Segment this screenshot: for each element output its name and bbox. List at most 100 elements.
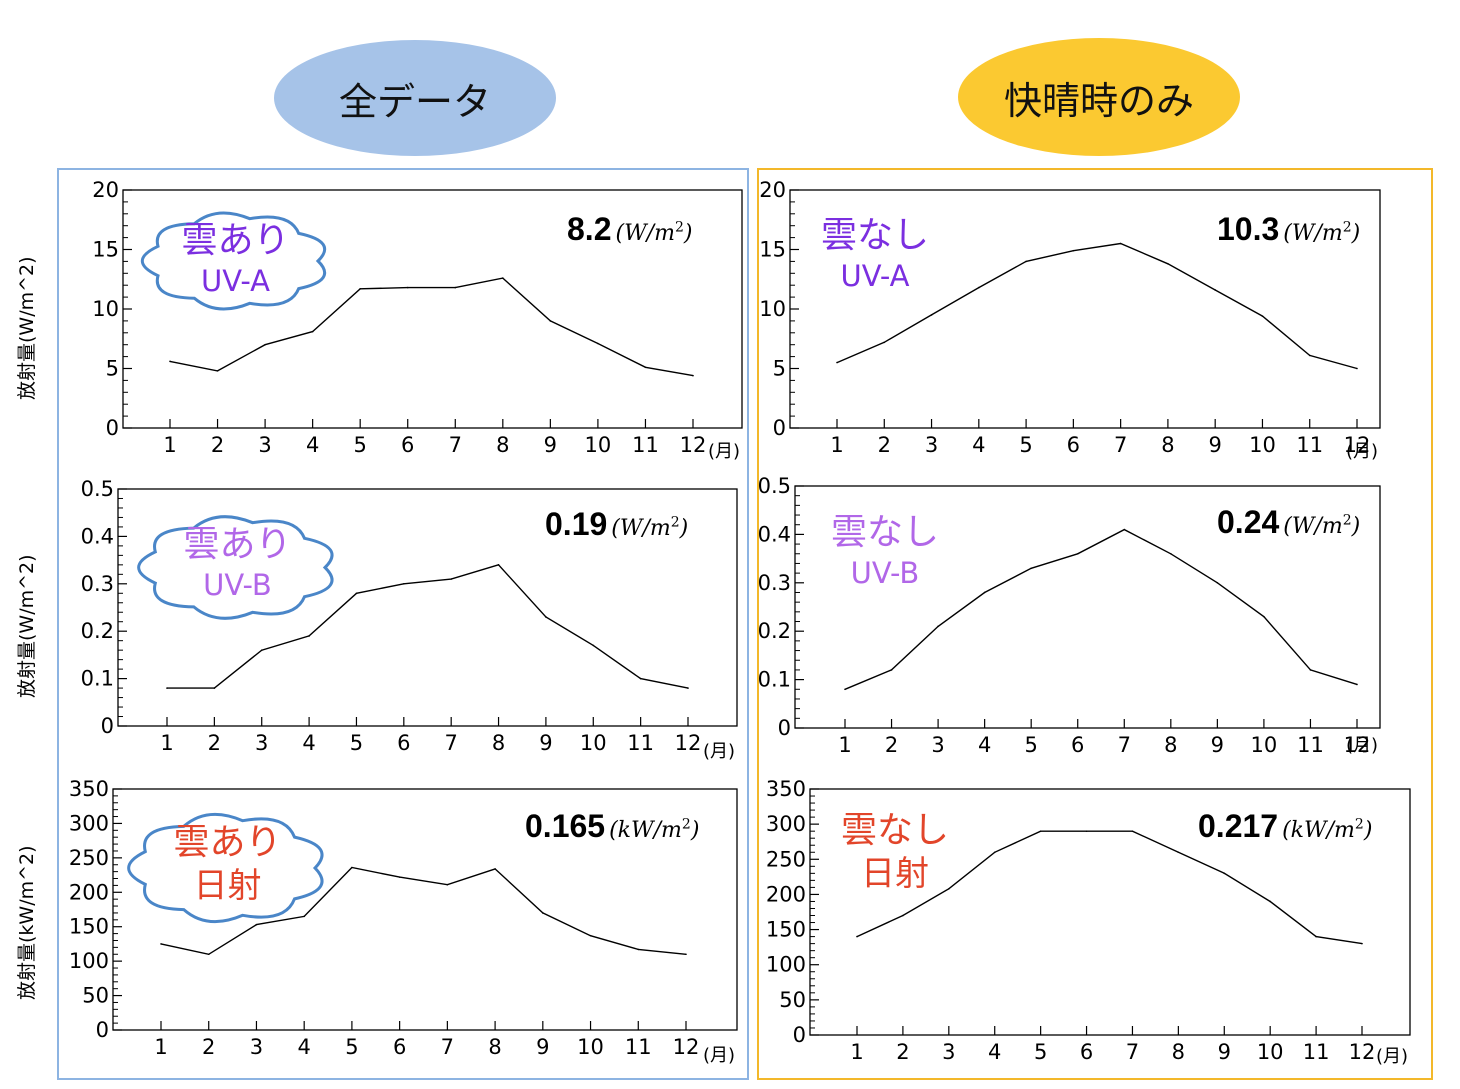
uvb_clear-mean-value: 0.24 — [1217, 504, 1280, 540]
solar_clear-annual-mean: 0.217(kW/m2) — [1198, 808, 1372, 845]
uvb_clear-ytick-label: 0 — [778, 716, 791, 740]
uvb_all-data-point — [450, 578, 452, 580]
uva_all-data-point — [454, 286, 457, 289]
uva_clear-data-point — [883, 341, 886, 344]
uva_clear-annual-mean: 10.3(W/m2) — [1217, 211, 1360, 248]
uva_clear-data-point — [930, 314, 933, 316]
solar_clear-data-point — [1177, 851, 1180, 854]
header-clear-sky-only: 快晴時のみ — [958, 38, 1240, 156]
uvb_all-annual-mean: 0.19(W/m2) — [545, 506, 688, 543]
solar_clear-badge-line1: 雲なし — [840, 810, 949, 851]
uva_all-xtick-label: 4 — [306, 433, 319, 457]
uvb_clear-xtick-label: 3 — [931, 733, 944, 757]
uvb_clear-ytick-label: 0.5 — [758, 474, 791, 498]
uva_all-data-point — [406, 286, 409, 289]
uvb_clear-badge-line2: UV-B — [850, 556, 920, 590]
uva_clear-badge-line2: UV-A — [840, 259, 910, 293]
solar_clear-plot-frame — [809, 788, 1411, 1036]
uva_all-ytick-label: 5 — [106, 357, 119, 381]
solar_all-cloud-icon — [127, 812, 324, 924]
uvb_all-xtick-label: 2 — [208, 731, 221, 755]
uvb_all-series-line — [167, 564, 689, 689]
solar_all-ytick-label: 100 — [69, 949, 109, 973]
solar_clear-xtick-label: 9 — [1218, 1040, 1231, 1064]
uva_clear-mean-unit: (W/m2) — [1283, 219, 1361, 246]
uvb_all-xtick-label: 3 — [255, 731, 268, 755]
solar_clear-mean-value: 0.217 — [1198, 808, 1279, 844]
uvb_all-data-point — [166, 687, 168, 689]
uvb_clear-xtick-label: 7 — [1118, 733, 1131, 757]
solar_all-mean-value: 0.165 — [525, 808, 606, 844]
solar_clear-ytick-label: 300 — [766, 812, 806, 836]
solar_all-data-point — [637, 948, 640, 951]
solar_clear-xtick-label: 11 — [1303, 1040, 1330, 1064]
solar_all-xtick-label: 9 — [536, 1035, 549, 1059]
uva_all-series-line — [169, 277, 694, 377]
uva_clear-xtick-label: 10 — [1249, 433, 1276, 457]
uva_all-xtick-label: 5 — [353, 433, 366, 457]
uvb_clear-data-point — [844, 688, 846, 691]
uvb_clear-data-point — [1170, 552, 1172, 555]
uva_clear-badge-line1: 雲なし — [820, 215, 929, 256]
header-all-data: 全データ — [274, 40, 556, 156]
uvb_clear-ytick-label: 0.1 — [758, 668, 791, 692]
solar_clear-xtick-label: 3 — [942, 1040, 955, 1064]
uvb_clear-series-line — [844, 528, 1358, 690]
solar_all-plot-frame — [112, 788, 738, 1031]
uva_clear-ytick-label: 10 — [759, 297, 786, 321]
all-data-group — [57, 168, 749, 1080]
uvb_all-xtick-label: 8 — [492, 731, 505, 755]
uva_clear-month-unit: (月) — [1346, 441, 1378, 462]
uva_all-xtick-label: 7 — [449, 433, 462, 457]
uva_clear-xtick-label: 4 — [972, 433, 985, 457]
uva_clear-data-point — [1214, 289, 1216, 291]
uvb_clear-xtick-label: 4 — [978, 733, 991, 757]
solar_all-ytick-label: 200 — [69, 880, 109, 904]
uva_clear-data-point — [836, 361, 838, 364]
solar_clear-series-line — [856, 830, 1363, 945]
uva_all-ytick-label: 20 — [92, 178, 119, 202]
solar_clear-ytick-label: 50 — [779, 988, 806, 1012]
solar_clear-ytick-label: 250 — [766, 847, 806, 871]
uva_all-month-unit: (月) — [708, 441, 740, 462]
uvb_all-data-point — [355, 592, 358, 595]
solar_all-xtick-label: 6 — [393, 1035, 406, 1059]
uvb_all-cloud-icon — [137, 515, 334, 620]
uva_clear-data-point — [1356, 367, 1358, 370]
uva_clear-mean-value: 10.3 — [1217, 211, 1280, 247]
solar_all-xtick-label: 11 — [625, 1035, 652, 1059]
uvb_all-ytick-label: 0.2 — [81, 619, 114, 643]
uvb_all-xtick-label: 11 — [627, 731, 654, 755]
uvb_all-data-point — [497, 564, 500, 566]
uvb_clear-ytick-label: 0.4 — [758, 522, 791, 546]
uvb_clear-data-point — [983, 591, 986, 594]
uva_clear-xtick-label: 11 — [1296, 433, 1323, 457]
solar_clear-data-point — [1039, 830, 1042, 832]
header-clear-sky-text: 快晴時のみ — [1003, 78, 1194, 123]
uva_all-xtick-label: 11 — [632, 433, 659, 457]
uvb_clear-xtick-label: 11 — [1297, 733, 1324, 757]
solar_all-xtick-label: 8 — [488, 1035, 501, 1059]
solar_all-xtick-label: 3 — [250, 1035, 263, 1059]
solar_all-ytick-label: 50 — [82, 984, 109, 1008]
uva_all-cloud-icon — [140, 211, 327, 311]
solar_clear-data-point — [1223, 872, 1226, 875]
uva_all-data-point — [549, 320, 552, 322]
uvb_clear-annual-mean: 0.24(W/m2) — [1217, 504, 1360, 541]
uvb_all-data-point — [545, 616, 547, 618]
solar_all-ytick-label: 300 — [69, 811, 109, 835]
uva_clear-ytick-label: 20 — [759, 178, 786, 202]
uvb_clear-xtick-label: 9 — [1211, 733, 1224, 757]
solar_clear-ytick-label: 0 — [793, 1023, 806, 1047]
uvb_clear-ytick-label: 0.3 — [758, 571, 791, 595]
uvb_clear-data-point — [1309, 669, 1312, 671]
header-all-data-text: 全データ — [338, 79, 491, 124]
solar_clear-xtick-label: 10 — [1257, 1040, 1284, 1064]
solar_all-data-point — [207, 953, 210, 956]
solar_all-xtick-label: 1 — [154, 1035, 167, 1059]
uvb_all-data-point — [308, 635, 310, 637]
solar_all-data-point — [303, 915, 305, 918]
solar_all-xtick-label: 4 — [297, 1035, 310, 1059]
